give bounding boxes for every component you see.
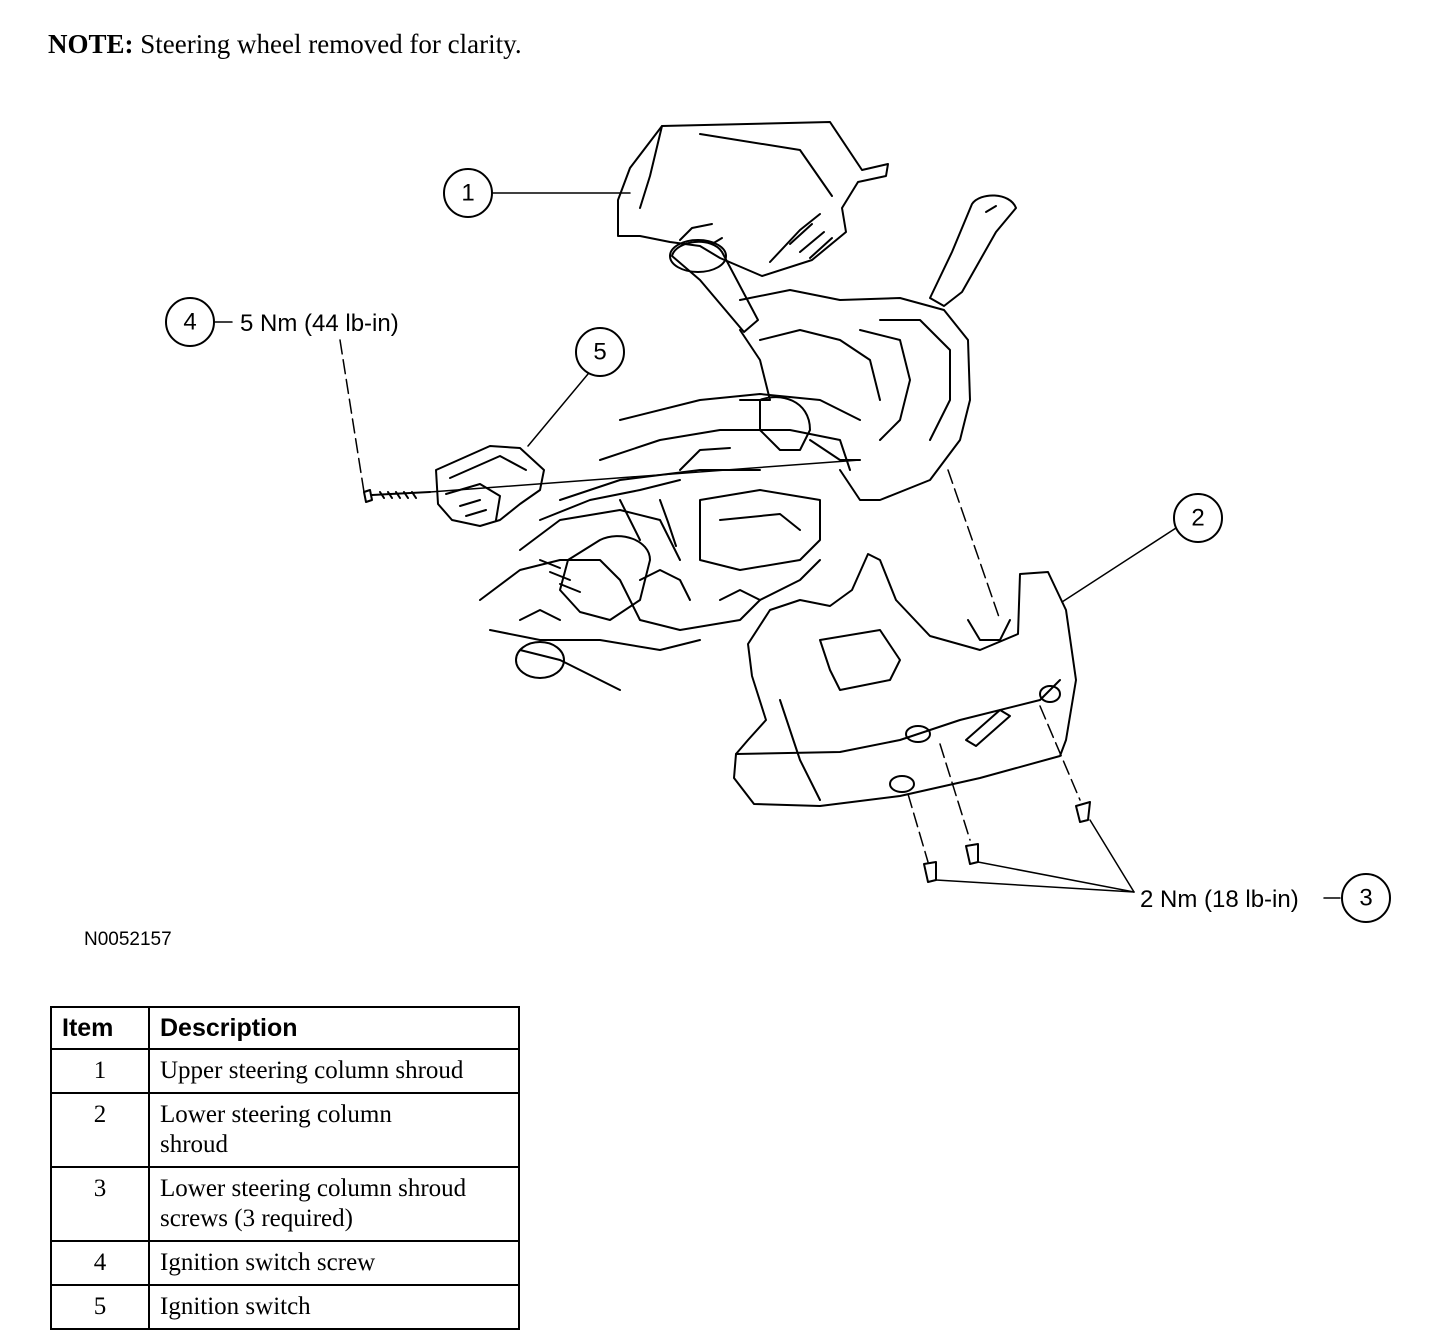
lower-shroud-drawing xyxy=(733,553,1077,807)
shroud-screws-drawing xyxy=(923,801,1091,883)
callout-circle-1 xyxy=(443,168,493,218)
upper-shroud-drawing xyxy=(617,121,889,277)
legend-item-description: Upper steering column shroud xyxy=(148,1048,520,1094)
note-label: NOTE: xyxy=(48,29,134,59)
legend-item-description: Lower steering column shroud screws (3 r… xyxy=(148,1166,520,1242)
stalk-drawing xyxy=(669,194,1017,333)
callout-circle-4 xyxy=(165,297,215,347)
callout-number-2: 2 xyxy=(1191,505,1204,532)
legend-item-number: 2 xyxy=(50,1092,150,1168)
legend-header-item: Item xyxy=(50,1006,150,1050)
legend-table: Item Description 1 Upper steering column… xyxy=(50,1006,520,1330)
legend-row: 3 Lower steering column shroud screws (3… xyxy=(50,1166,520,1242)
callout-number-1: 1 xyxy=(461,180,474,207)
legend-row: 2 Lower steering column shroud xyxy=(50,1092,520,1168)
legend-item-description: Lower steering column shroud xyxy=(148,1092,520,1168)
callout-number-5: 5 xyxy=(593,339,606,366)
legend-header-row: Item Description xyxy=(50,1006,520,1050)
figure-id: N0052157 xyxy=(84,929,172,950)
torque-spec-3: 2 Nm (18 lb-in) xyxy=(1140,886,1299,913)
alignment-lines xyxy=(339,339,1081,863)
legend-row: 4 Ignition switch screw xyxy=(50,1240,520,1286)
legend-row: 1 Upper steering column shroud xyxy=(50,1048,520,1094)
legend-item-number: 4 xyxy=(50,1240,150,1286)
callout-circle-5 xyxy=(575,327,625,377)
callout-number-3: 3 xyxy=(1359,885,1372,912)
steering-column-illustration: 1 4 5 2 3 5 Nm (44 lb-in) 2 Nm (18 lb-in… xyxy=(165,121,1391,923)
callout-circle-3 xyxy=(1341,873,1391,923)
callout-circles xyxy=(165,168,1391,923)
ignition-switch-drawing xyxy=(435,445,545,527)
legend-item-number: 5 xyxy=(50,1284,150,1330)
legend-header-description: Description xyxy=(148,1006,520,1050)
legend-item-number: 3 xyxy=(50,1166,150,1242)
column-body-drawing xyxy=(479,289,971,691)
legend-row: 5 Ignition switch xyxy=(50,1284,520,1330)
ignition-screw-drawing xyxy=(363,459,861,503)
legend-item-number: 1 xyxy=(50,1048,150,1094)
legend-item-description: Ignition switch screw xyxy=(148,1240,520,1286)
note: NOTE: Steering wheel removed for clarity… xyxy=(48,24,522,64)
torque-spec-4: 5 Nm (44 lb-in) xyxy=(240,310,399,337)
leader-lines xyxy=(213,192,1341,899)
legend-item-description: Ignition switch xyxy=(148,1284,520,1330)
note-text: Steering wheel removed for clarity. xyxy=(140,29,522,59)
callout-circle-2 xyxy=(1173,493,1223,543)
callout-number-4: 4 xyxy=(183,309,196,336)
